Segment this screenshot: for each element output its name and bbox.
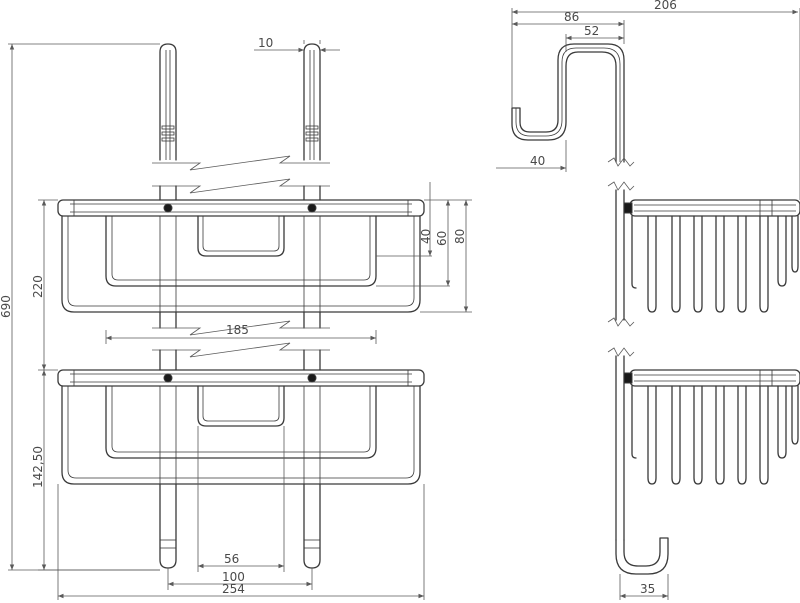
dim-width-100: 100 [222, 570, 245, 584]
dim-bottom-offset: 142,50 [31, 446, 45, 488]
side-view-lower-basket [607, 347, 800, 575]
dim-hook-total: 206 [654, 0, 677, 12]
dim-hook-lip: 40 [530, 154, 545, 168]
dimension-lines [8, 8, 800, 600]
side-view-hook [511, 43, 635, 167]
dim-total-height: 690 [0, 295, 13, 318]
front-view [57, 43, 425, 569]
upper-basket [57, 199, 425, 313]
right-rail-upper [303, 43, 321, 161]
break-line-middle [152, 320, 330, 336]
dim-height-80: 80 [453, 229, 467, 244]
break-line-top [152, 155, 330, 171]
side-view-upper-basket [607, 181, 800, 327]
dim-bottom-hook: 35 [640, 582, 655, 596]
dim-basket-spacing: 220 [31, 275, 45, 298]
rails-lower [159, 483, 321, 569]
dim-height-40: 40 [419, 229, 433, 244]
dim-width-56: 56 [224, 552, 239, 566]
left-rail-upper [159, 43, 177, 161]
dim-total-width: 254 [222, 582, 245, 596]
dim-rail-width: 10 [258, 36, 273, 50]
dim-height-60: 60 [435, 231, 449, 246]
dimension-labels: 10 206 86 52 40 40 60 80 690 220 185 142… [0, 0, 677, 596]
dim-hook-inner: 52 [584, 24, 599, 38]
dim-basket-inner-width: 185 [226, 323, 249, 337]
lower-basket [57, 369, 425, 485]
dim-hook-span: 86 [564, 10, 579, 24]
